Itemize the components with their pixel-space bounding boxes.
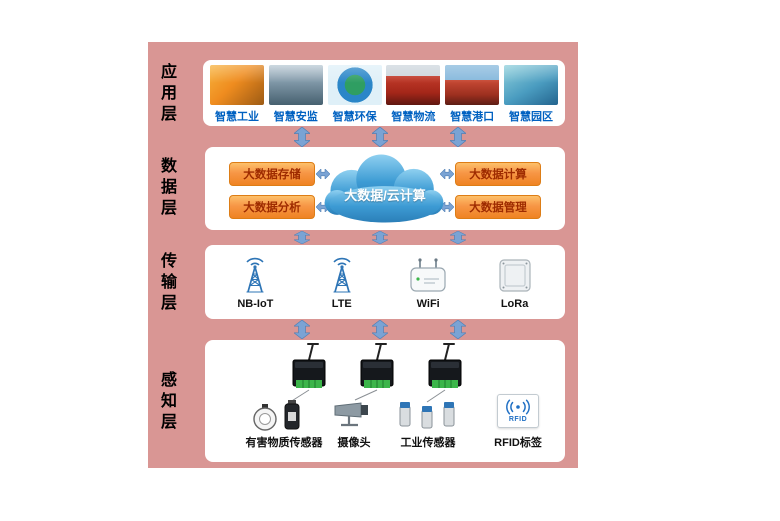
layer-link-arrow — [372, 127, 388, 147]
wifi-gateway-icon — [392, 251, 464, 295]
lora-gateway-icon — [479, 251, 551, 295]
app-item-smart-safety: 智慧安监 — [268, 65, 324, 123]
bigdata-compute-box: 大数据计算 — [455, 162, 541, 186]
layer-link-arrow — [450, 231, 466, 244]
layer-link-arrow — [450, 127, 466, 147]
trans-item-label: LTE — [331, 298, 352, 310]
layer-link-arrow — [450, 320, 466, 339]
industrial-sensor-icon — [399, 402, 455, 429]
smart-park-image — [503, 65, 558, 105]
perc-item-label: 有害物质传感器 — [245, 437, 323, 449]
app-item-label: 智慧园区 — [508, 111, 553, 123]
smart-industry-image — [210, 65, 264, 105]
perception-layer-panel: RFID 有害物质传感器 摄像头 工业传感器 RFID标签 — [205, 340, 565, 462]
cloud-icon — [318, 149, 452, 229]
app-item-smart-park: 智慧园区 — [503, 65, 559, 123]
app-item-smart-port: 智慧港口 — [444, 65, 500, 123]
layer-link-arrow — [294, 127, 310, 147]
layer-link-arrow — [294, 320, 310, 339]
dtu-converter-icon — [360, 343, 394, 388]
box-cloud-arrow — [316, 169, 330, 179]
smart-logistics-image — [386, 65, 441, 105]
rfid-tag-icon: RFID — [497, 394, 539, 428]
trans-item-label: NB-IoT — [237, 298, 274, 310]
box-cloud-arrow — [440, 202, 454, 212]
layer-link-arrow — [294, 231, 310, 244]
app-item-label: 智慧物流 — [391, 111, 436, 123]
box-cloud-arrow — [440, 169, 454, 179]
lte-tower-icon — [306, 251, 378, 295]
smart-safety-image — [268, 65, 323, 105]
rfid-card-text: RFID — [508, 416, 528, 423]
trans-item-nbiot: NB-IoT — [219, 251, 291, 319]
layer-link-arrow — [372, 231, 388, 244]
layer-label-application: 应用层 — [160, 64, 177, 123]
app-item-label: 智慧环保 — [332, 111, 377, 123]
smart-port-image — [445, 65, 500, 105]
bigdata-analysis-box: 大数据分析 — [229, 195, 315, 219]
trans-item-lora: LoRa — [479, 251, 551, 319]
layer-label-transmission: 传输层 — [160, 253, 177, 312]
trans-item-lte: LTE — [306, 251, 378, 319]
camera-icon — [334, 402, 368, 427]
perc-item-label: 工业传感器 — [400, 437, 456, 449]
trans-item-label: WiFi — [416, 298, 440, 310]
trans-item-label: LoRa — [500, 298, 529, 310]
app-item-smart-logistics: 智慧物流 — [385, 65, 441, 123]
bigdata-storage-box: 大数据存储 — [229, 162, 315, 186]
data-layer-panel: 大数据存储 大数据分析 大数据计算 大数据管理 — [205, 147, 565, 230]
app-item-label: 智慧安监 — [273, 111, 318, 123]
gas-sensor-icon — [253, 400, 300, 431]
smart-environment-image — [327, 65, 382, 105]
app-item-smart-industry: 智慧工业 — [209, 65, 265, 123]
trans-item-wifi: WiFi — [392, 251, 464, 319]
app-item-smart-environment: 智慧环保 — [327, 65, 383, 123]
dtu-converter-icon — [428, 343, 462, 388]
layer-label-data: 数据层 — [160, 158, 177, 217]
perc-item-label: RFID标签 — [494, 437, 542, 449]
cloud-label: 大数据/云计算 — [344, 188, 426, 203]
layer-link-arrow — [372, 320, 388, 339]
bigdata-manage-box: 大数据管理 — [455, 195, 541, 219]
rfid-waves-icon — [506, 399, 530, 415]
transmission-layer-panel: NB-IoT LTE — [205, 245, 565, 319]
layer-label-perception: 感知层 — [160, 372, 177, 431]
app-item-label: 智慧工业 — [215, 111, 259, 123]
perc-item-label: 摄像头 — [337, 437, 371, 449]
app-item-label: 智慧港口 — [450, 111, 495, 123]
application-layer-panel: 智慧工业 智慧安监 智慧环保 智慧物流 智慧港口 智慧园区 — [203, 60, 565, 126]
dtu-converter-icon — [292, 343, 326, 388]
nbiot-tower-icon — [219, 251, 291, 295]
